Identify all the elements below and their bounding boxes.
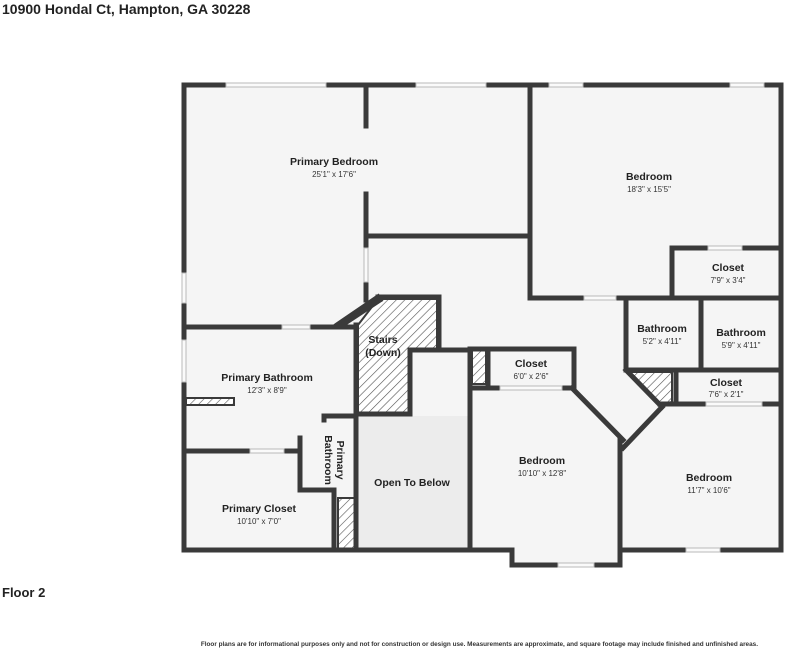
label-primary-bathroom-small-1: Primary [334,440,346,479]
label-primary-closet: Primary Closet [222,503,297,515]
label-closet-ne: Closet [712,262,745,274]
walls [181,82,784,568]
label-primary-bathroom-small-2: Bathroom [322,435,334,485]
disclaimer: Floor plans are for informational purpos… [200,641,758,648]
dims-bedroom-mid: 10'10" x 12'8" [518,469,566,478]
label-bedroom-se: Bedroom [686,472,732,484]
dims-bathroom-b: 5'9" x 4'11" [722,341,761,350]
dims-primary-bathroom: 12'3" x 8'9" [247,386,287,395]
label-primary-bedroom: Primary Bedroom [290,156,378,168]
label-stairs-down: (Down) [365,347,401,359]
dims-primary-bedroom: 25'1" x 17'6" [312,170,356,179]
label-bedroom-mid: Bedroom [519,455,565,467]
label-closet-mid: Closet [515,358,548,370]
label-closet-se: Closet [710,377,743,389]
dims-closet-ne: 7'9" x 3'4" [711,276,746,285]
windows [181,82,765,568]
dims-primary-closet: 10'10" x 7'0" [237,517,281,526]
dims-bathroom-a: 5'2" x 4'11" [643,337,682,346]
dims-bedroom-ne: 18'3" x 15'5" [627,185,671,194]
dims-closet-se: 7'6" x 2'1" [709,390,744,399]
page-title: 10900 Hondal Ct, Hampton, GA 30228 [2,1,251,17]
dims-closet-mid: 6'0" x 2'6" [514,372,549,381]
label-primary-bathroom: Primary Bathroom [221,372,313,384]
label-bedroom-ne: Bedroom [626,171,672,183]
dims-bedroom-se: 11'7" x 10'6" [687,486,730,495]
label-bathroom-b: Bathroom [716,327,766,339]
floor-fill [184,85,781,565]
label-stairs: Stairs [368,334,397,346]
label-open-to-below: Open To Below [374,477,450,489]
label-bathroom-a: Bathroom [637,323,687,335]
floor-label: Floor 2 [2,585,46,600]
